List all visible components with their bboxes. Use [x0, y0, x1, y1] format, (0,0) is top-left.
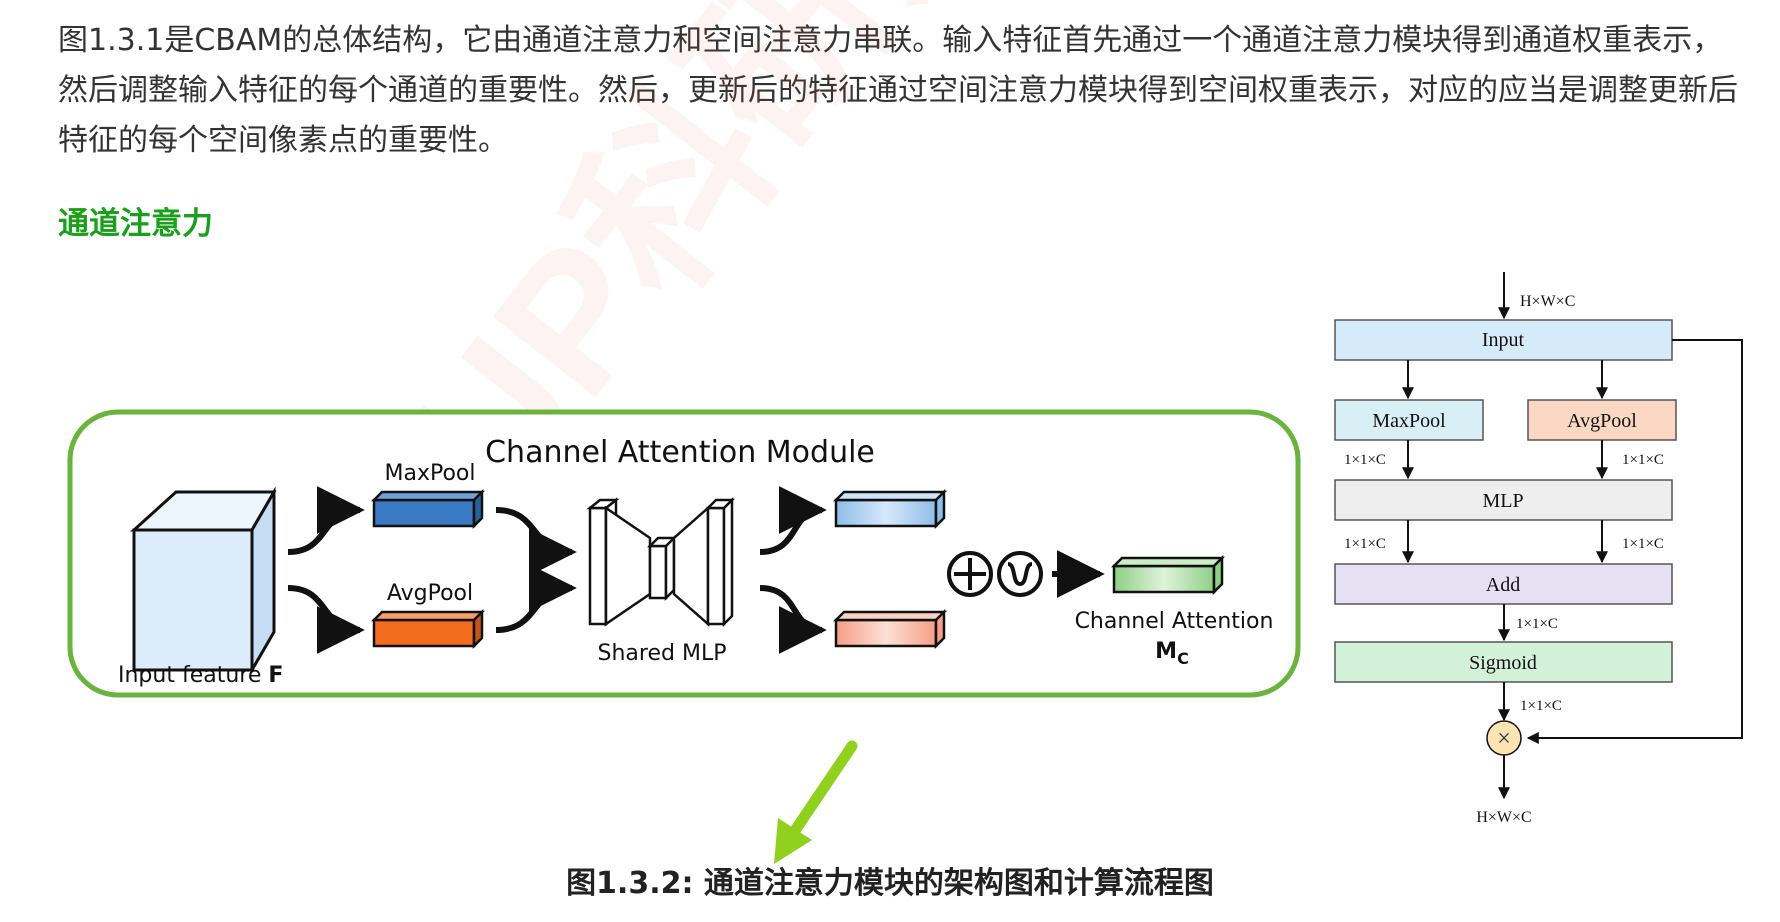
max-output-bar [832, 488, 948, 530]
flow-multiply-icon: × [1497, 726, 1511, 752]
avgpool-label: AvgPool [387, 581, 473, 606]
flow-dim-right-2: 1×1×C [1622, 536, 1664, 552]
flow-dim-right-1: 1×1×C [1622, 452, 1664, 468]
flow-dim-left-1: 1×1×C [1344, 452, 1386, 468]
flow-sigmoid-label: Sigmoid [1469, 652, 1537, 674]
flow-dim-left-2: 1×1×C [1344, 536, 1386, 552]
flow-dim-sigmoid: 1×1×C [1520, 698, 1562, 714]
flow-output-dim: H×W×C [1476, 809, 1531, 826]
flow-input-label: Input [1482, 329, 1525, 351]
module-title: Channel Attention Module [485, 435, 875, 470]
shared-mlp-shape [586, 496, 736, 628]
flow-maxpool-label: MaxPool [1372, 410, 1446, 432]
flow-add-label: Add [1486, 574, 1520, 596]
flow-input-dim: H×W×C [1520, 293, 1575, 310]
intro-paragraph: 图1.3.1是CBAM的总体结构，它由通道注意力和空间注意力串联。输入特征首先通… [58, 23, 1738, 158]
avgpool-bar [370, 608, 486, 650]
green-pointer-arrow-icon [774, 740, 858, 864]
flow-add-box [1334, 563, 1673, 605]
sigmoid-icon [997, 551, 1043, 597]
figure-caption: 图1.3.2: 通道注意力模块的架构图和计算流程图 [566, 866, 1214, 901]
flow-sigmoid-box [1334, 641, 1673, 683]
flow-residual-line [1526, 339, 1743, 744]
channel-attention-bar [1110, 554, 1226, 596]
input-feature-cube [130, 486, 277, 676]
maxpool-label: MaxPool [385, 461, 476, 486]
flow-maxpool-box [1334, 399, 1484, 441]
flow-avgpool-label: AvgPool [1567, 410, 1637, 432]
maxpool-bar [370, 488, 486, 530]
flow-input-box [1334, 319, 1673, 361]
arrow-cube-to-avgpool [287, 585, 365, 654]
shared-mlp-label: Shared MLP [598, 641, 727, 666]
arrow-mlp-to-max-output [759, 486, 827, 555]
arrow-avgpool-to-mlp [495, 564, 577, 633]
flow-dim-add: 1×1×C [1516, 616, 1558, 632]
channel-attention-symbol: MC [1155, 639, 1189, 668]
flow-mlp-box [1334, 479, 1673, 521]
arrow-cube-to-maxpool [287, 486, 365, 555]
channel-attention-module-diagram: Channel Attention Module Input feature F… [67, 409, 1301, 698]
arrow-maxpool-to-mlp [495, 507, 577, 576]
arrow-mlp-to-avg-output [759, 585, 827, 654]
input-feature-label: Input feature F [118, 663, 283, 688]
channel-attention-flowchart: H×W×C Input MaxPool AvgPool 1×1×C 1×1×C … [1334, 272, 1743, 826]
channel-attention-label: Channel Attention [1075, 609, 1274, 634]
flow-avgpool-box [1527, 399, 1677, 441]
section-heading-channel-attention: 通道注意力 [58, 206, 213, 242]
flow-mlp-label: MLP [1482, 490, 1523, 512]
elementwise-sum-icon [947, 551, 993, 597]
avg-output-bar [832, 608, 948, 650]
